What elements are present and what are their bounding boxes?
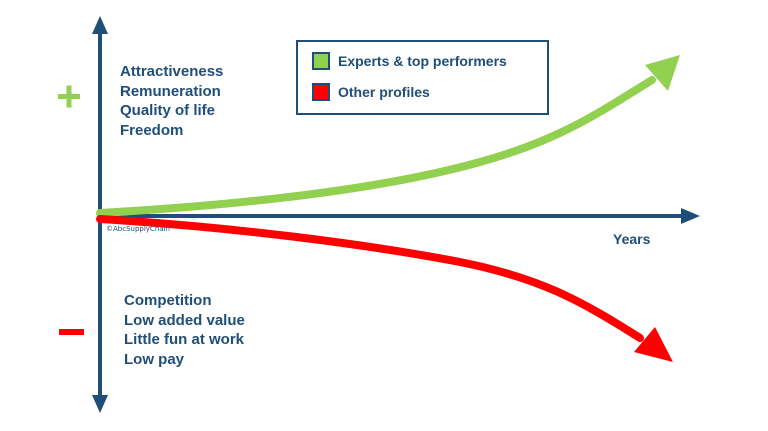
experts-curve-arrowhead-icon bbox=[645, 55, 680, 91]
lower-factor-competition: Competition bbox=[124, 292, 212, 309]
legend: Experts & top performers Other profiles bbox=[296, 40, 549, 115]
upper-factor-quality-of-life: Quality of life bbox=[120, 102, 216, 119]
legend-label-experts: Experts & top performers bbox=[338, 53, 507, 69]
copyright-text: ©AbcSupplyChain bbox=[106, 225, 170, 233]
other-profiles-curve-arrowhead-icon bbox=[634, 327, 673, 362]
upper-factor-attractiveness: Attractiveness bbox=[120, 63, 224, 80]
lower-factor-low-added-value: Low added value bbox=[124, 311, 245, 329]
legend-swatch-experts bbox=[312, 52, 330, 70]
axis-arrow-up-icon bbox=[92, 16, 108, 34]
other-profiles-curve bbox=[96, 215, 673, 362]
axis-arrow-down-icon bbox=[92, 395, 108, 413]
lower-factors-list: Competition Low added value Little fun a… bbox=[124, 291, 245, 369]
upper-factor-remuneration: Remuneration bbox=[120, 82, 221, 100]
axis-arrow-right-icon bbox=[681, 208, 700, 224]
x-axis-label: Years bbox=[613, 231, 651, 247]
upper-factors-list: Attractiveness Remuneration Quality of l… bbox=[120, 62, 223, 140]
lower-factor-low-pay: Low pay bbox=[124, 350, 185, 368]
lower-factor-little-fun: Little fun at work bbox=[124, 331, 244, 348]
legend-swatch-other-profiles bbox=[312, 83, 330, 101]
experts-curve bbox=[96, 55, 680, 217]
upper-factor-freedom: Freedom bbox=[120, 121, 184, 139]
minus-sign bbox=[59, 329, 84, 335]
legend-item-other-profiles: Other profiles bbox=[312, 82, 430, 102]
legend-item-experts: Experts & top performers bbox=[312, 51, 507, 71]
legend-label-other-profiles: Other profiles bbox=[338, 84, 430, 100]
horizontal-axis bbox=[100, 208, 700, 224]
plus-sign bbox=[58, 85, 80, 108]
